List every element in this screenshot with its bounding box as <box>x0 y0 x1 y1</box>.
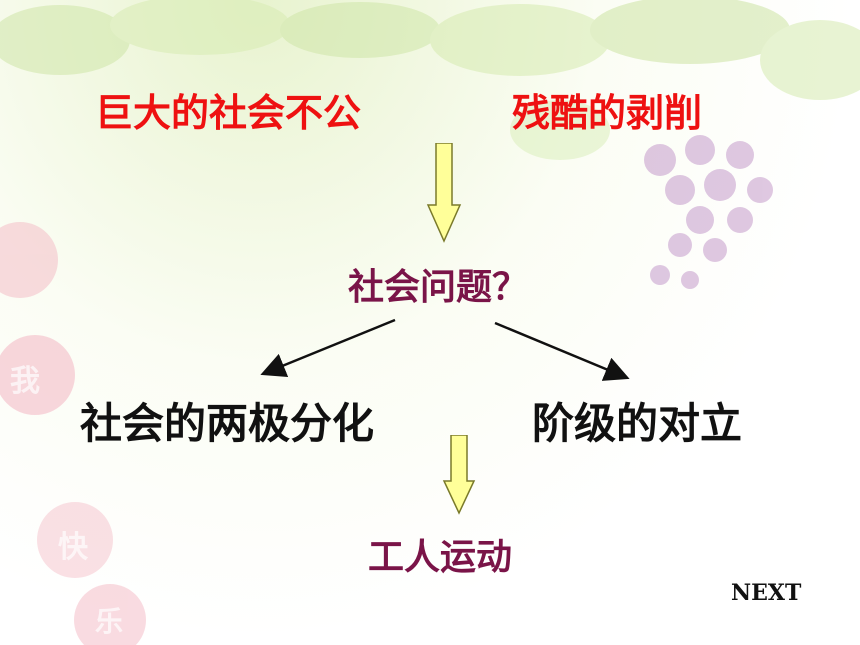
node-exploitation: 残酷的剥削 <box>512 91 703 135</box>
node-polarization: 社会的两极分化 <box>80 399 375 448</box>
balloon-text-3: 乐 <box>95 605 124 638</box>
down-arrow-icon <box>426 143 462 243</box>
branch-arrows-icon <box>260 318 630 381</box>
node-social-problem: 社会问题？ <box>348 267 529 308</box>
down-arrow-icon <box>442 435 476 515</box>
next-button[interactable]: NEXT <box>731 580 802 606</box>
node-class-opposition: 阶级的对立 <box>532 399 743 448</box>
balloon-text-2: 快 <box>58 530 88 565</box>
node-social-injustice: 巨大的社会不公 <box>95 91 362 135</box>
node-workers-movement: 工人运动 <box>368 537 513 578</box>
balloon-text-1: 我 <box>10 364 40 399</box>
